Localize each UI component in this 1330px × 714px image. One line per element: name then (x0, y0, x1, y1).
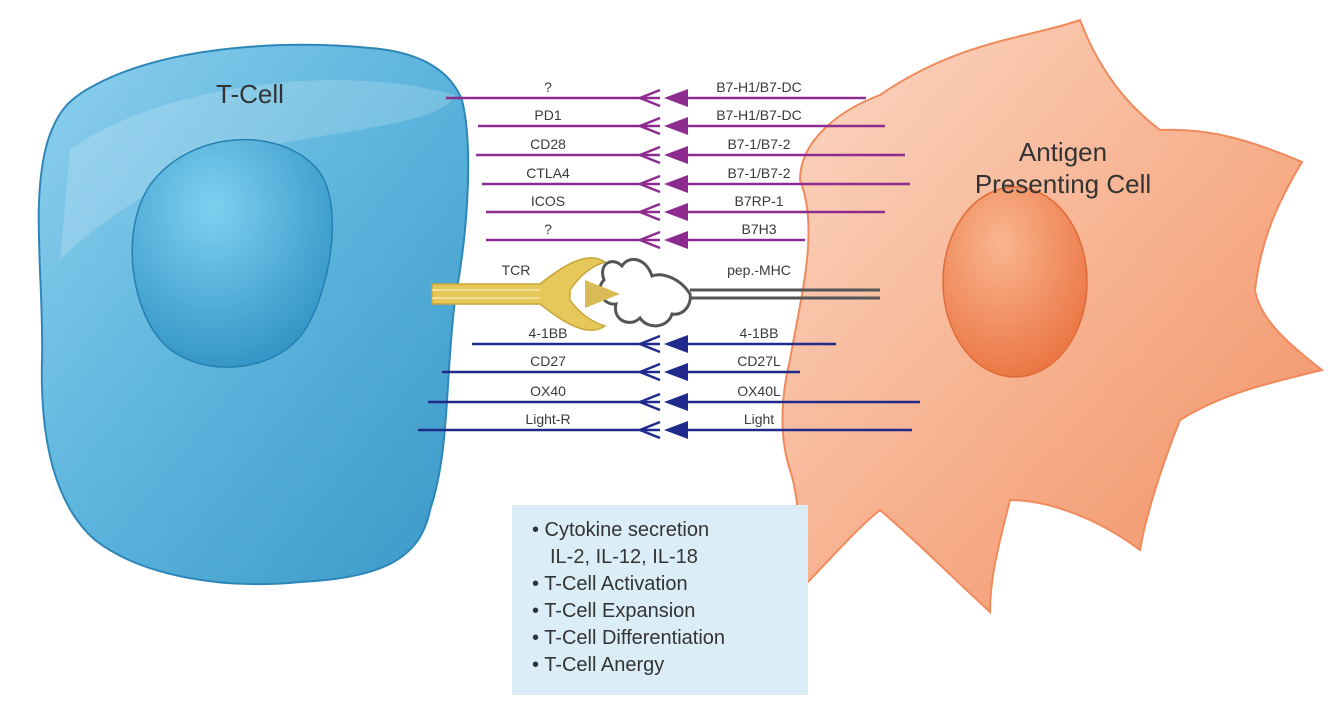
receptor-label: CD27 (530, 353, 566, 369)
ligand-label: 4-1BB (740, 325, 779, 341)
ligand-label: B7RP-1 (734, 193, 783, 209)
tcell-nucleus (131, 138, 334, 368)
ligand-arrowhead (664, 335, 688, 353)
ligand-label: OX40L (737, 383, 781, 399)
effect-item: • T-Cell Anergy (532, 654, 665, 676)
ligand-label: B7-H1/B7-DC (716, 79, 802, 95)
receptor-chevron (636, 392, 661, 412)
receptor-chevron (636, 420, 661, 440)
effect-item: • Cytokine secretion (532, 519, 710, 541)
ligand-label: CD27L (737, 353, 781, 369)
apc-title-line2: Presenting Cell (975, 169, 1151, 199)
effects-box: • Cytokine secretion IL-2, IL-12, IL-18 •… (512, 505, 808, 695)
tcr-arrowhead (585, 280, 620, 308)
receptor-label: OX40 (530, 383, 566, 399)
apc-nucleus (942, 186, 1088, 378)
receptor-label: PD1 (534, 107, 561, 123)
pair-row: PD1 B7-H1/B7-DC (478, 107, 885, 136)
receptor-chevron (636, 174, 661, 194)
receptor-label: ? (544, 221, 552, 237)
tcell-highlight (60, 80, 455, 261)
tcr-mhc-complex: TCR pep.-MHC (431, 257, 880, 331)
ligand-arrowhead (664, 231, 688, 249)
effect-item: • T-Cell Expansion (532, 600, 696, 622)
receptor-chevron (636, 202, 661, 222)
pair-row: Light-R Light (418, 411, 912, 440)
effect-item: • T-Cell Differentiation (532, 627, 726, 649)
ligand-label: Light (744, 411, 774, 427)
receptor-chevron (636, 230, 661, 250)
ligand-label: B7H3 (741, 221, 776, 237)
receptor-chevron (636, 145, 661, 165)
receptor-label: ICOS (531, 193, 565, 209)
tcr-receptor-shape (431, 257, 607, 331)
receptor-label: 4-1BB (529, 325, 568, 341)
pair-row: CD28 B7-1/B7-2 (476, 136, 905, 165)
ligand-label: B7-1/B7-2 (727, 136, 790, 152)
ligand-label: B7-H1/B7-DC (716, 107, 802, 123)
ligand-arrowhead (664, 421, 688, 439)
pair-row: CD27 CD27L (442, 353, 800, 382)
ligand-arrowhead (664, 146, 688, 164)
receptor-chevron (636, 116, 661, 136)
receptor-chevron (636, 334, 661, 354)
receptor-label: ? (544, 79, 552, 95)
receptor-chevron (636, 362, 661, 382)
apc-title-line1: Antigen (1019, 137, 1107, 167)
ligand-label: B7-1/B7-2 (727, 165, 790, 181)
pair-row: ? B7-H1/B7-DC (446, 79, 866, 108)
tcr-label: TCR (502, 262, 531, 278)
receptor-label: Light-R (525, 411, 570, 427)
pair-row: OX40 OX40L (428, 383, 920, 412)
ligand-arrowhead (664, 393, 688, 411)
mhc-label: pep.-MHC (727, 262, 791, 278)
ligand-arrowhead (664, 363, 688, 381)
receptor-label: CTLA4 (526, 165, 570, 181)
ligand-arrowhead (664, 175, 688, 193)
ligand-arrowhead (664, 117, 688, 135)
ligand-arrowhead (664, 89, 688, 107)
pair-row: CTLA4 B7-1/B7-2 (482, 165, 910, 194)
receptor-label: CD28 (530, 136, 566, 152)
effect-item: • T-Cell Activation (532, 573, 688, 595)
pair-row: 4-1BB 4-1BB (472, 325, 836, 354)
pair-row: ICOS B7RP-1 (486, 193, 885, 222)
pair-row: ? B7H3 (486, 221, 805, 250)
receptor-chevron (636, 88, 661, 108)
ligand-arrowhead (664, 203, 688, 221)
effect-item: IL-2, IL-12, IL-18 (550, 546, 698, 568)
costim-pairs-navy: 4-1BB 4-1BB CD27 CD27L OX40 OX40L Light-R Light (418, 325, 920, 440)
tcell-title: T-Cell (216, 79, 284, 109)
